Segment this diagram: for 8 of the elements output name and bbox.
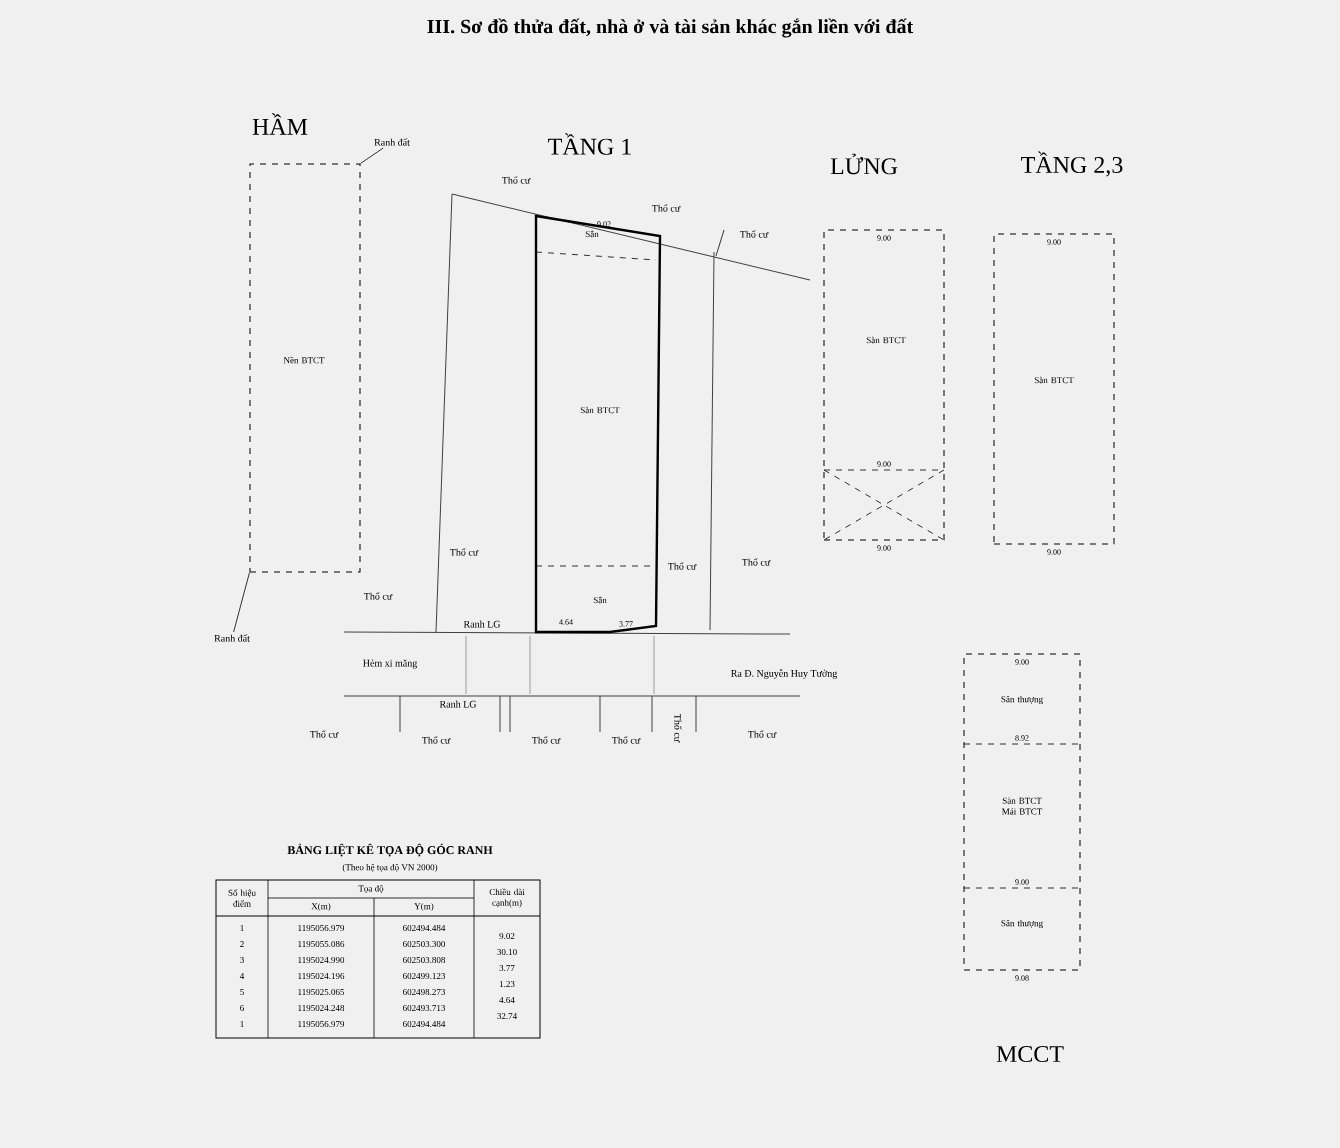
floor-heading: LỬNG xyxy=(830,153,898,175)
floor-heading: TẦNG 1 xyxy=(548,133,631,155)
floor-heading: TẦNG 2,3 xyxy=(1021,151,1123,177)
leader-line xyxy=(233,572,250,633)
leader-line xyxy=(360,147,384,164)
page-title: III. Sơ đồ thửa đất, nhà ở và tài sản khác gắn liền với đất xyxy=(427,18,914,38)
floor-heading: MCCT xyxy=(996,1045,1064,1063)
floor-heading: HẦM xyxy=(252,113,308,135)
